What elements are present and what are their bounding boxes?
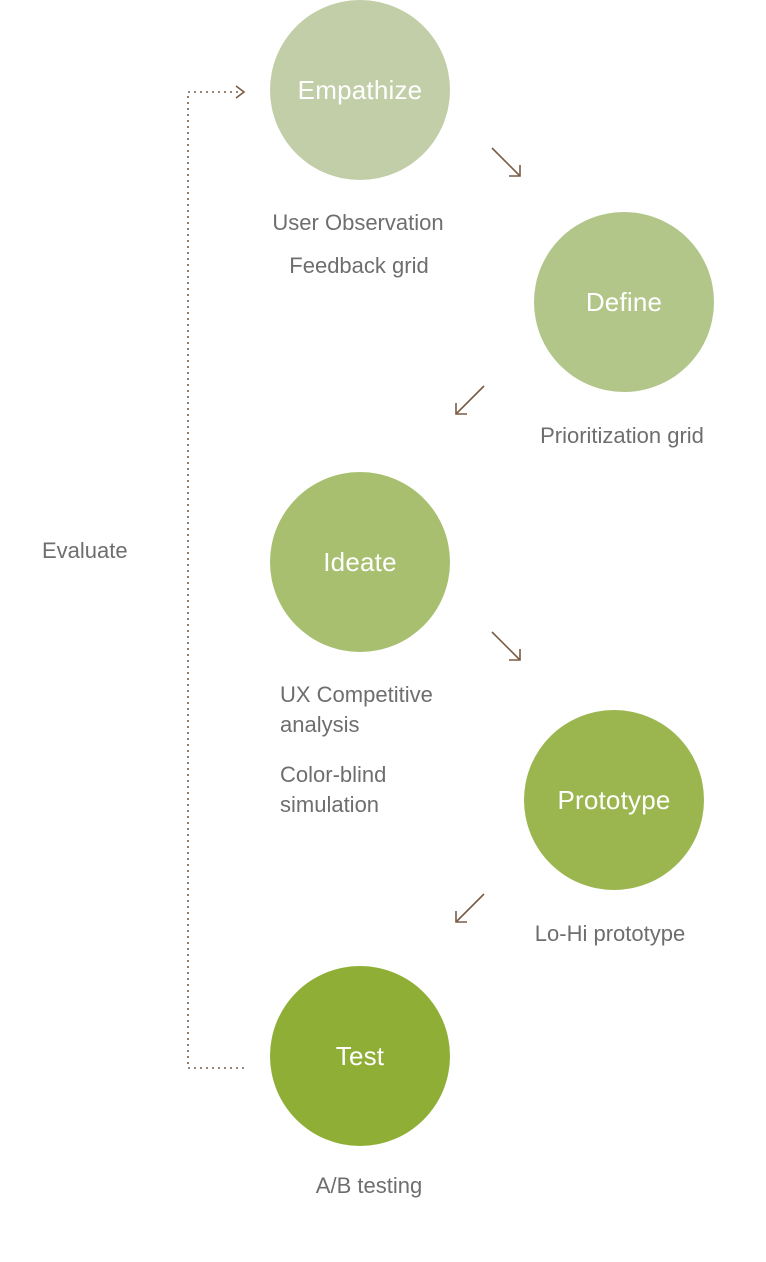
evaluate-loop-line (187, 91, 244, 1069)
arrow-ideate-to-prototype (491, 631, 521, 661)
stage-test: Test (270, 966, 450, 1146)
note-user-observation: User Observation (272, 210, 444, 235)
note-lo-hi-prototype: Lo-Hi prototype (534, 921, 686, 946)
stage-define-label: Define (585, 286, 663, 317)
arrow-prototype-to-test (455, 893, 485, 923)
stage-ideate-label: Ideate (323, 546, 397, 577)
stage-prototype-label: Prototype (557, 784, 671, 815)
arrow-empathize-to-define (491, 147, 521, 177)
note-ux-competitive-analysis: UX Competitive analysis (280, 682, 433, 737)
stage-test-label: Test (335, 1040, 385, 1071)
evaluate-loop-arrowhead (235, 85, 246, 99)
note-ab-testing: A/B testing (315, 1173, 423, 1198)
note-prioritization-grid: Prioritization grid (540, 423, 704, 448)
stage-ideate: Ideate (270, 472, 450, 652)
arrow-define-to-ideate (455, 385, 485, 415)
evaluate-label: Evaluate (42, 538, 128, 563)
stage-empathize-label: Empathize (297, 74, 423, 105)
note-feedback-grid: Feedback grid (289, 253, 429, 278)
note-color-blind-simulation: Color-blind simulation (280, 762, 387, 817)
stage-define: Define (534, 212, 714, 392)
stage-prototype: Prototype (524, 710, 704, 890)
stage-empathize: Empathize (270, 0, 450, 180)
